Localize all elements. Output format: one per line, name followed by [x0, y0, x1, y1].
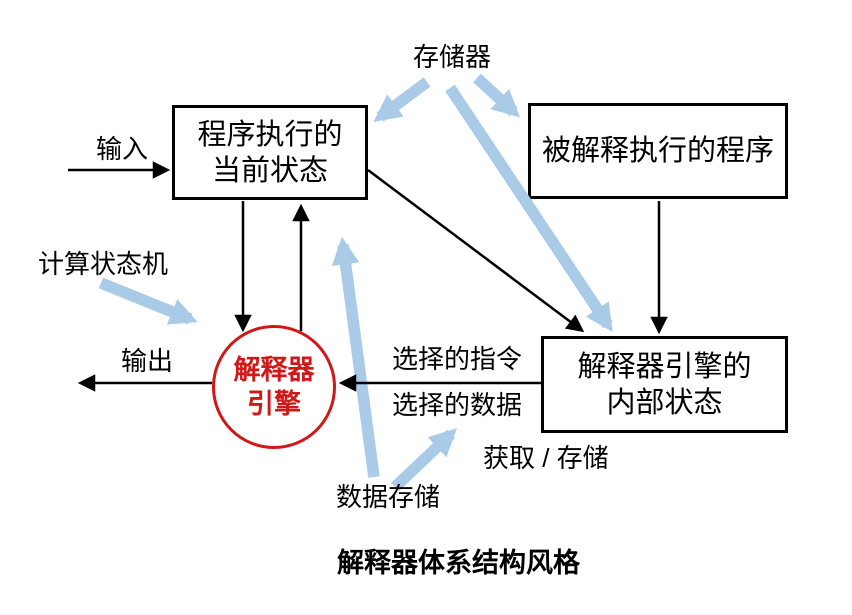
- diagram-title: 解释器体系结构风格: [337, 548, 580, 578]
- blue-arrow-data-store-to-internal-state: [391, 428, 458, 492]
- blue-arrow-memory-to-interpreted-program: [473, 73, 521, 118]
- blue-arrow-memory-to-current-state: [373, 77, 431, 122]
- node-current-state: 程序执行的 当前状态: [172, 105, 368, 200]
- label-compute-state-machine: 计算状态机: [38, 249, 169, 279]
- label-selected-instruction: 选择的指令: [392, 344, 523, 374]
- blue-arrow-data-store-to-current-state: [331, 236, 380, 478]
- label-output: 输出: [121, 346, 174, 376]
- node-interpreted-program: 被解释执行的程序: [528, 103, 788, 199]
- label-memory: 存储器: [413, 42, 492, 72]
- node-interpreter-engine: 解释器 引擎: [212, 325, 336, 449]
- label-input: 输入: [96, 134, 149, 164]
- label-selected-data: 选择的数据: [392, 390, 523, 420]
- node-internal-state: 解释器引擎的 内部状态: [541, 336, 788, 433]
- label-fetch-store: 获取 / 存储: [483, 443, 609, 473]
- blue-arrow-state-machine-to-engine: [98, 277, 198, 325]
- label-data-store: 数据存储: [336, 482, 441, 512]
